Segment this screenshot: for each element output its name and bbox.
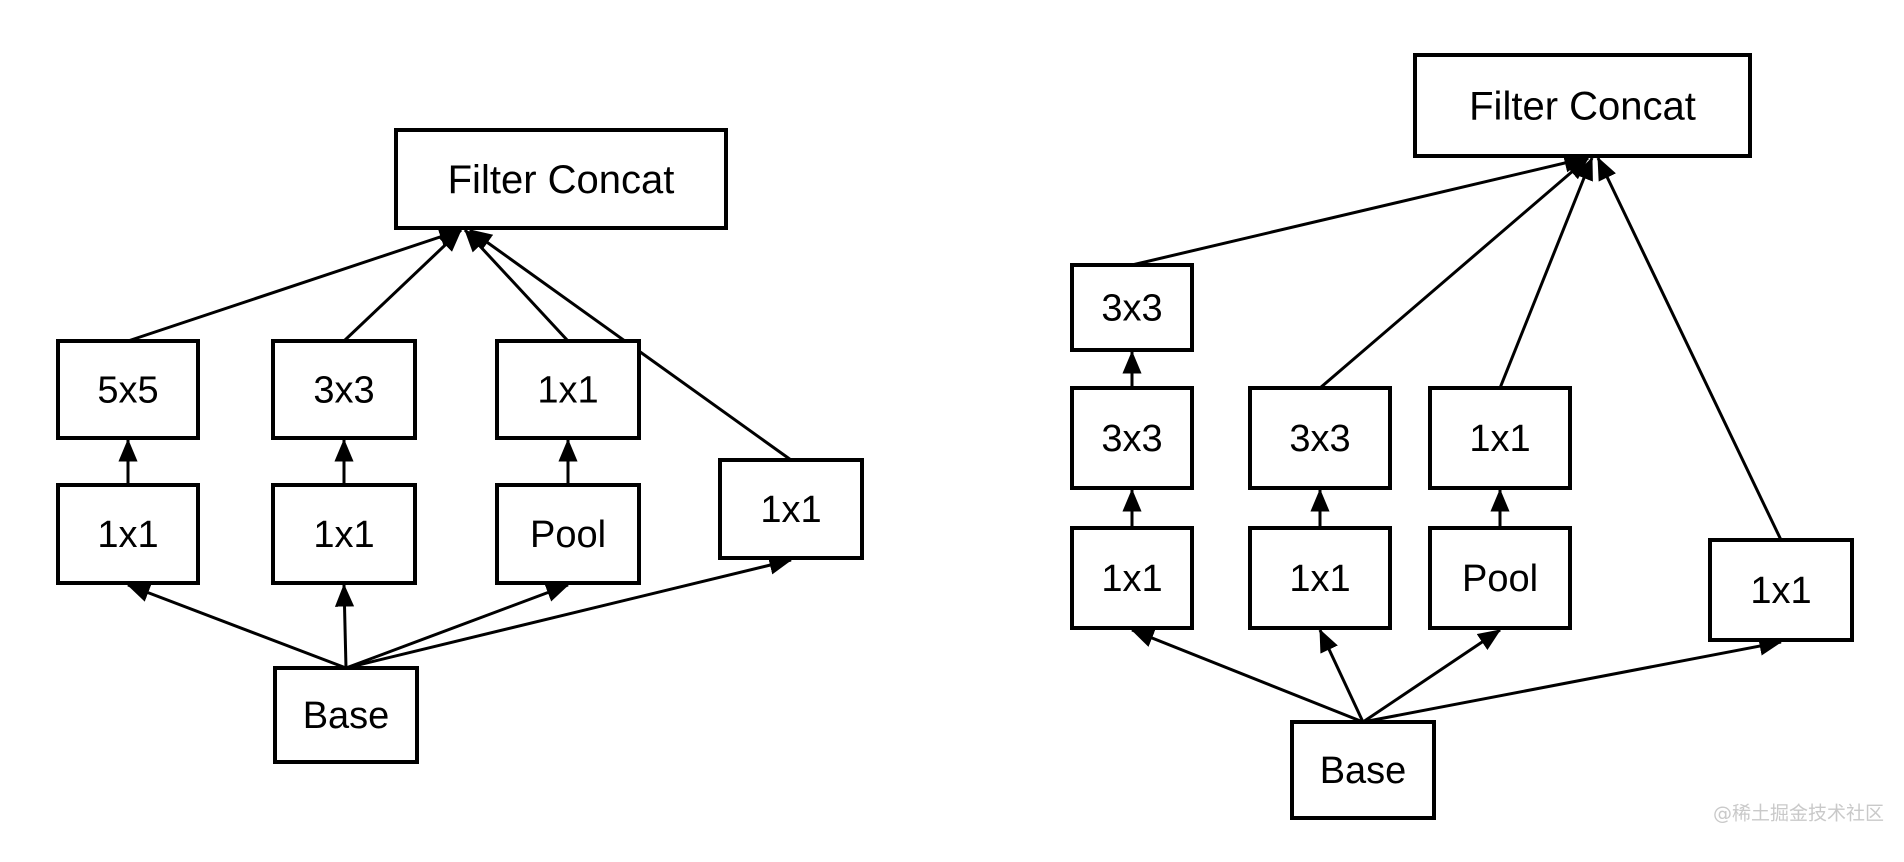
edge-l-base-to-l-1x1b — [334, 583, 355, 669]
edge-r-3x3b-to-r-concat — [1319, 156, 1589, 390]
node-l-3x3[interactable]: 3x3 — [271, 339, 417, 440]
node-box-r-1x1b — [1248, 526, 1392, 630]
node-label-r-1x1a: 1x1 — [1101, 558, 1162, 600]
node-r-concat[interactable]: Filter Concat — [1413, 53, 1752, 158]
node-label-l-3x3: 3x3 — [313, 370, 374, 412]
node-label-r-3x3top: 3x3 — [1101, 288, 1162, 330]
node-label-r-concat: Filter Concat — [1469, 85, 1696, 129]
node-label-r-3x3b: 3x3 — [1289, 418, 1350, 460]
node-box-l-pool — [495, 483, 641, 585]
node-r-base[interactable]: Base — [1290, 720, 1436, 820]
edge-r-3x3top-to-r-concat — [1131, 153, 1588, 267]
node-r-3x3a[interactable]: 3x3 — [1070, 386, 1194, 490]
node-label-l-1x1t: 1x1 — [537, 370, 598, 412]
edge-r-base-to-r-pool — [1362, 628, 1501, 724]
edge-l-base-to-l-pool — [345, 583, 570, 670]
node-r-pool[interactable]: Pool — [1428, 526, 1572, 630]
node-l-1x1a[interactable]: 1x1 — [56, 483, 200, 585]
node-box-r-1x1t — [1428, 386, 1572, 490]
node-label-l-5x5: 5x5 — [97, 370, 158, 412]
node-box-l-concat — [394, 128, 728, 230]
edge-l-1x1t-to-l-concat — [463, 228, 570, 343]
node-box-r-3x3top — [1070, 263, 1194, 352]
node-l-base[interactable]: Base — [273, 666, 419, 764]
node-l-5x5[interactable]: 5x5 — [56, 339, 200, 440]
node-label-l-1x1r: 1x1 — [760, 489, 821, 531]
node-r-3x3b[interactable]: 3x3 — [1248, 386, 1392, 490]
node-r-1x1b[interactable]: 1x1 — [1248, 526, 1392, 630]
node-box-r-base — [1290, 720, 1436, 820]
edge-r-1x1r-to-r-concat — [1596, 156, 1783, 541]
node-label-r-base: Base — [1320, 750, 1407, 792]
diagram-left-edges — [118, 227, 793, 670]
edge-r-base-to-r-1x1a — [1130, 628, 1364, 724]
watermark-label: @稀土掘金技术社区 — [1713, 803, 1884, 825]
node-box-l-1x1t — [495, 339, 641, 440]
node-label-l-1x1b: 1x1 — [313, 514, 374, 556]
node-box-l-3x3 — [271, 339, 417, 440]
diagram-right-edges — [1122, 153, 1783, 724]
node-l-concat[interactable]: Filter Concat — [394, 128, 728, 230]
node-l-1x1t[interactable]: 1x1 — [495, 339, 641, 440]
node-box-r-1x1r — [1708, 538, 1854, 642]
node-label-r-1x1t: 1x1 — [1469, 418, 1530, 460]
node-box-r-1x1a — [1070, 526, 1194, 630]
node-label-l-concat: Filter Concat — [448, 158, 675, 202]
node-label-r-1x1r: 1x1 — [1750, 570, 1811, 612]
node-box-l-1x1r — [718, 458, 864, 560]
node-r-3x3top[interactable]: 3x3 — [1070, 263, 1194, 352]
edge-l-5x5-to-l-concat — [127, 227, 463, 343]
edge-l-base-to-l-1x1a — [126, 583, 347, 670]
edge-r-1x1t-to-r-concat — [1498, 156, 1594, 389]
node-label-r-pool: Pool — [1462, 558, 1538, 600]
node-label-l-1x1a: 1x1 — [97, 514, 158, 556]
node-box-l-5x5 — [56, 339, 200, 440]
edge-r-base-to-r-1x1b — [1318, 628, 1365, 723]
node-box-r-3x3a — [1070, 386, 1194, 490]
node-r-1x1a[interactable]: 1x1 — [1070, 526, 1194, 630]
node-box-r-pool — [1428, 526, 1572, 630]
node-l-1x1b[interactable]: 1x1 — [271, 483, 417, 585]
node-box-l-1x1b — [271, 483, 417, 585]
node-l-1x1r[interactable]: 1x1 — [718, 458, 864, 560]
node-box-l-base — [273, 666, 419, 764]
node-label-l-base: Base — [303, 695, 390, 737]
node-label-r-3x3a: 3x3 — [1101, 418, 1162, 460]
node-box-r-3x3b — [1248, 386, 1392, 490]
node-box-l-1x1a — [56, 483, 200, 585]
edge-r-base-to-r-1x1r — [1362, 636, 1783, 724]
node-box-r-concat — [1413, 53, 1752, 158]
edge-l-base-to-l-1x1r — [345, 555, 793, 670]
node-l-pool[interactable]: Pool — [495, 483, 641, 585]
node-label-r-1x1b: 1x1 — [1289, 558, 1350, 600]
node-r-1x1r[interactable]: 1x1 — [1708, 538, 1854, 642]
node-r-1x1t[interactable]: 1x1 — [1428, 386, 1572, 490]
edge-l-3x3-to-l-concat — [342, 228, 463, 343]
node-label-l-pool: Pool — [530, 514, 606, 556]
edges-layer — [118, 153, 1783, 724]
